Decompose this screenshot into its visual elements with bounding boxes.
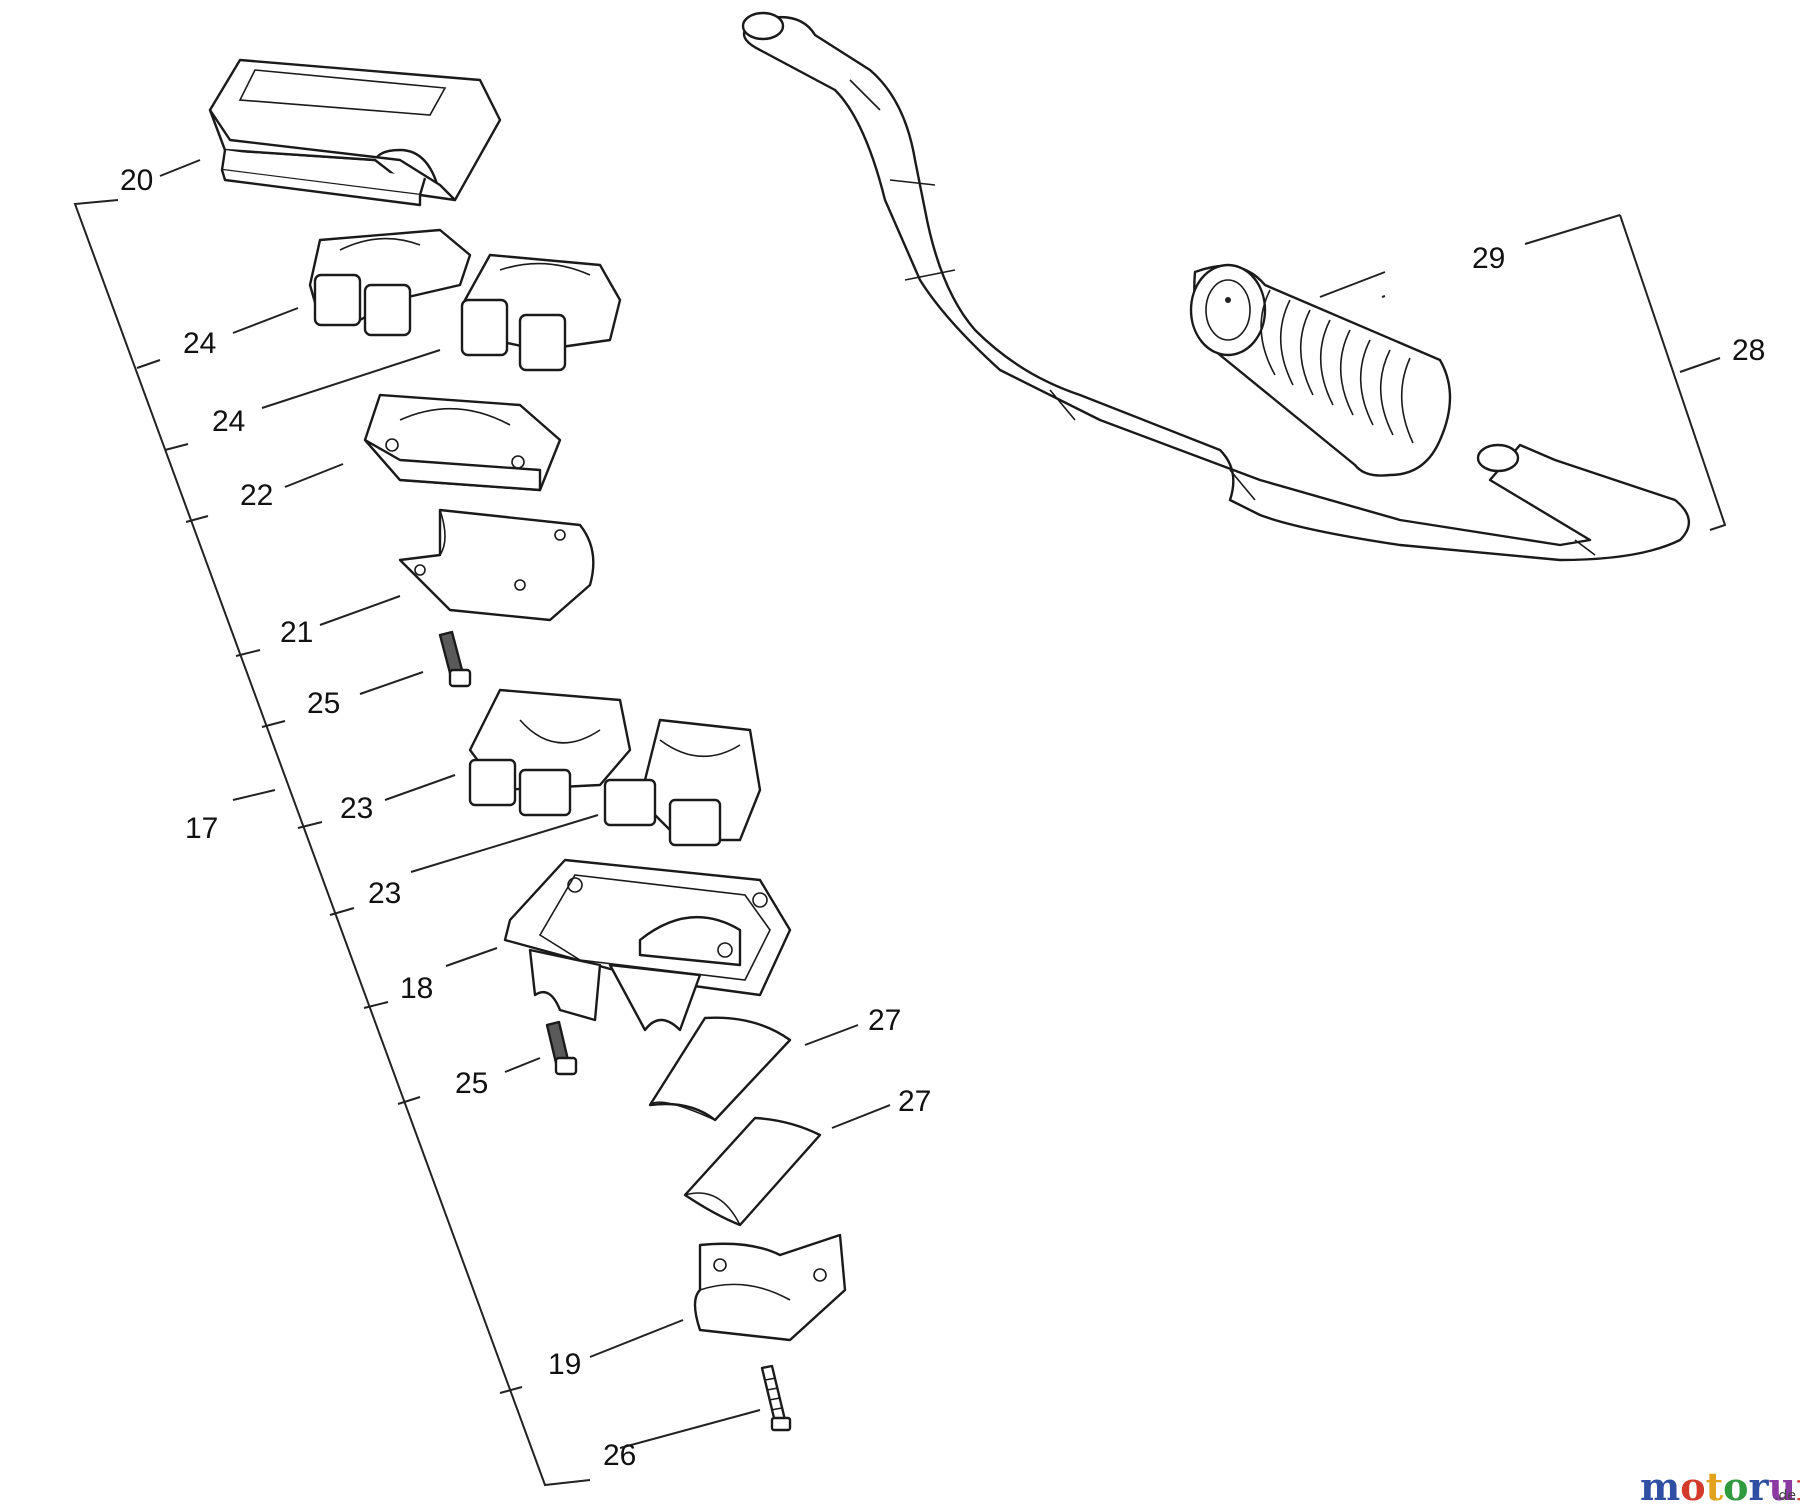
callout-20: 20: [120, 164, 153, 197]
leader-lines: [159, 159, 1727, 1449]
callout-labels: 20 24 24 22 21 25 17 23 23 18 25 27 27 1…: [120, 164, 1765, 1472]
callout-24-upper: 24: [183, 327, 216, 360]
callout-22: 22: [240, 479, 273, 512]
part-25-bolt-upper: [438, 630, 472, 688]
callout-27-lower: 27: [898, 1085, 931, 1118]
assembly-17-bracket: [73, 199, 591, 1487]
part-27-liner-upper: [648, 1016, 792, 1122]
part-23-clamp-right: [603, 718, 762, 847]
part-18-housing: [503, 858, 792, 1032]
part-26-screw: [760, 1364, 792, 1432]
callout-26: 26: [603, 1439, 636, 1472]
part-27-liner-lower: [683, 1116, 822, 1227]
part-22-clamp-block: [363, 393, 562, 492]
callout-28: 28: [1732, 334, 1765, 367]
part-24-clamp-right: [460, 253, 622, 372]
watermark-brand: motoruf: [1640, 1464, 1800, 1509]
part-28-handlebar: [741, 11, 1690, 562]
part-25-bolt-lower: [545, 1020, 578, 1076]
part-29-grip: [1189, 263, 1452, 477]
callout-25-lower: 25: [455, 1067, 488, 1100]
callout-27-upper: 27: [868, 1004, 901, 1037]
callout-25-upper: 25: [307, 687, 340, 720]
callout-21: 21: [280, 616, 313, 649]
callout-23-lower: 23: [368, 877, 401, 910]
part-24-clamp-left: [308, 228, 472, 337]
part-19-lower-clamp: [693, 1233, 847, 1342]
part-23-clamp-left: [468, 688, 632, 817]
part-21-saddle: [398, 508, 595, 622]
watermark-logo: motoruf .de: [1640, 1464, 1800, 1509]
callout-23-upper: 23: [340, 792, 373, 825]
part-20-top-cover: [208, 58, 502, 207]
callout-17: 17: [185, 812, 218, 845]
callout-19: 19: [548, 1348, 581, 1381]
callout-29: 29: [1472, 242, 1505, 275]
callout-24-lower: 24: [212, 405, 245, 438]
watermark-tld: .de: [1774, 1488, 1796, 1504]
callout-18: 18: [400, 972, 433, 1005]
